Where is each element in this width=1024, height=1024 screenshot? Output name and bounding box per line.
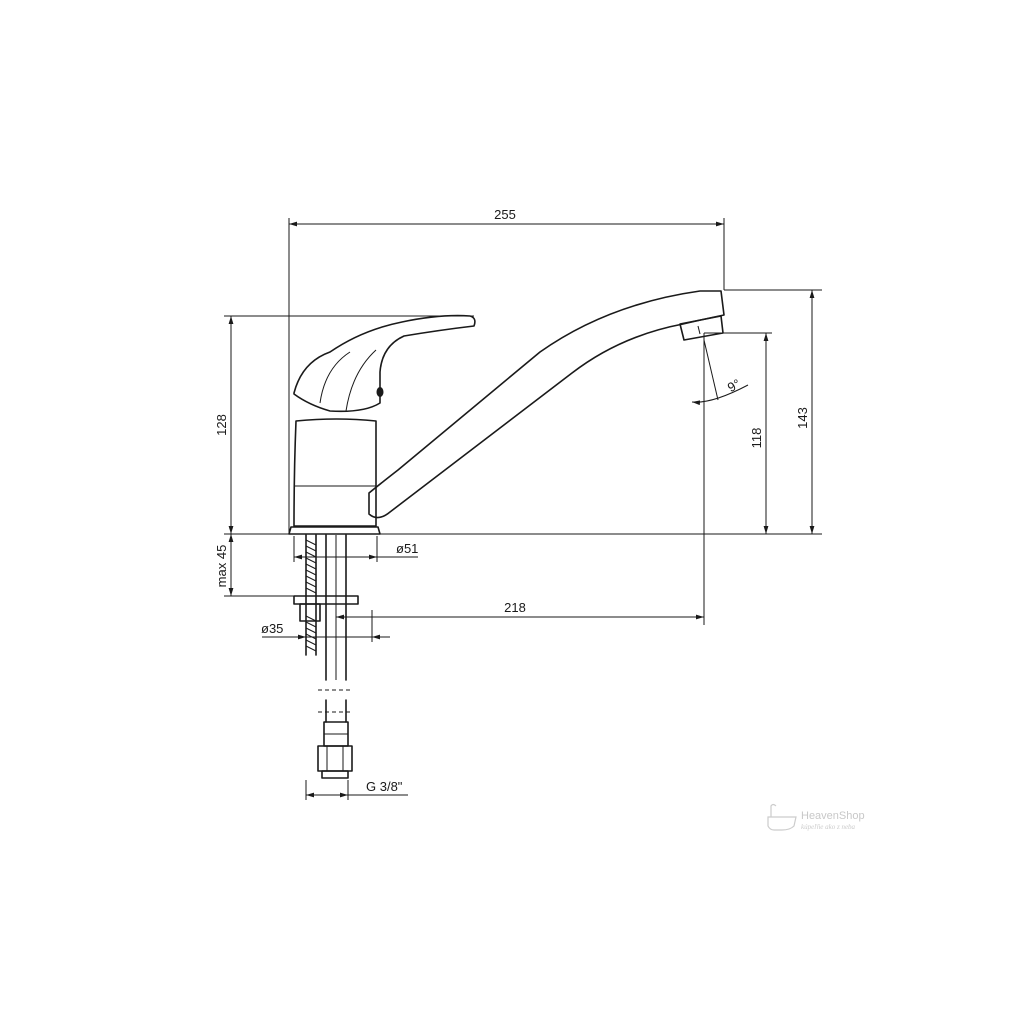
watermark-tagline: kúpeľňe ako z neba	[801, 823, 856, 831]
label-connection-thread: G 3/8"	[366, 779, 403, 794]
spout	[368, 290, 725, 519]
label-overall-height: 143	[795, 407, 810, 429]
mounting-nut	[299, 603, 321, 622]
handle-lever	[293, 314, 476, 413]
label-mount-diameter: ø35	[261, 621, 283, 636]
label-body-height: 128	[214, 414, 229, 436]
label-swivel-angle: 9°	[725, 376, 743, 395]
dimension-labels: 255 128 143 118 max 45 218 ø51 ø35 G 3/8…	[214, 207, 810, 794]
handle-contour-2	[345, 349, 377, 412]
bathtub-icon	[767, 803, 797, 831]
faucet-body	[293, 418, 377, 527]
watermark: HeavenShop kúpeľňe ako z neba	[767, 803, 865, 831]
aerator-detail	[697, 325, 701, 335]
label-base-diameter: ø51	[396, 541, 418, 556]
label-max-thickness: max 45	[214, 545, 229, 588]
label-spout-clearance: 118	[749, 428, 764, 449]
watermark-brand: HeavenShop	[801, 810, 865, 822]
dimension-lines	[224, 218, 822, 800]
supply-hoses	[318, 534, 352, 723]
handle-screw	[376, 387, 384, 397]
handle-contour-1	[319, 351, 351, 404]
aerator	[679, 315, 724, 341]
label-overall-length: 255	[494, 207, 516, 222]
faucet-outline	[288, 290, 725, 779]
label-spout-reach: 218	[504, 600, 526, 615]
hose-connector	[317, 721, 353, 779]
base-plate	[288, 526, 381, 535]
dim-arc-swivel-angle	[691, 384, 749, 406]
mounting-washer	[293, 595, 359, 605]
